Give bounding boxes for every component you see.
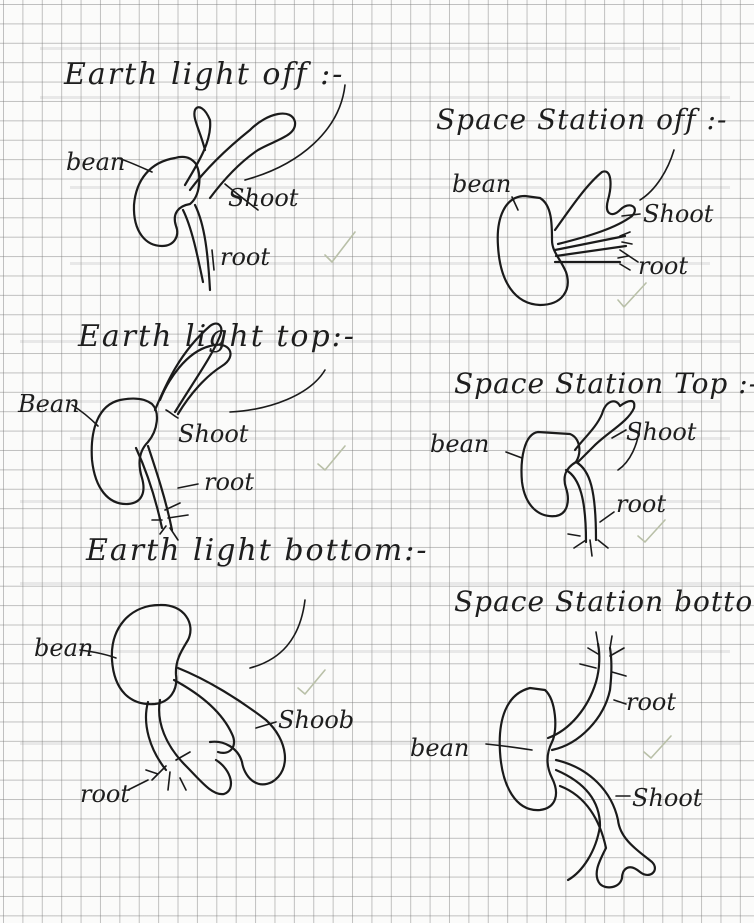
root-outline (566, 470, 586, 542)
panel-title: Space Station off :- (436, 106, 727, 134)
root-label: root (80, 782, 130, 806)
label-pointer (178, 484, 198, 488)
tick-mark (638, 520, 665, 542)
label-pointer (230, 370, 325, 412)
tick-mark (644, 736, 671, 758)
drawing-earth-light-bottom (80, 600, 325, 794)
root-label: root (616, 492, 666, 516)
shoot-label: Shoot (626, 420, 696, 444)
bean-outline (134, 157, 199, 246)
root-outline (552, 648, 612, 750)
bean-label: Bean (18, 392, 80, 416)
panel-title: Earth light off :- (64, 60, 344, 90)
shoot-outline (178, 668, 285, 784)
shoot-outline (185, 107, 210, 185)
label-pointer (620, 250, 638, 262)
label-pointer (128, 780, 148, 790)
panel-title: Space Station Top :- (454, 370, 754, 398)
root-hairs (568, 534, 608, 556)
drawing-space-station-off (498, 150, 674, 307)
label-pointer (622, 214, 640, 216)
bean-label: bean (452, 172, 511, 196)
label-pointer (506, 452, 522, 458)
label-pointer (245, 85, 345, 180)
tick-mark (298, 670, 325, 694)
label-pointer (640, 150, 674, 200)
bean-label: bean (34, 636, 93, 660)
label-pointer (614, 700, 626, 704)
bean-label: bean (66, 150, 125, 174)
shoot-outline (555, 171, 635, 244)
panel-title: Earth light bottom:- (86, 536, 428, 566)
root-hairs (580, 632, 626, 676)
shoot-outline (556, 760, 655, 887)
bean-label: bean (430, 432, 489, 456)
bean-label: bean (410, 736, 469, 760)
root-hairs (146, 752, 190, 790)
bean-outline (112, 605, 191, 704)
label-pointer (486, 744, 532, 750)
shoot-label: Shoot (178, 422, 248, 446)
label-pointer (250, 600, 305, 668)
root-label: root (626, 690, 676, 714)
shoot-label: Shoot (643, 202, 713, 226)
tick-mark (325, 232, 355, 262)
label-pointer (600, 512, 614, 522)
shoot-label: Shoot (632, 786, 702, 810)
root-label: root (220, 245, 270, 269)
panel-title: Space Station botto (454, 588, 753, 616)
drawing-space-station-bottom (486, 632, 671, 887)
shoot-label: Shoot (228, 186, 298, 210)
shoot-label: Shoob (278, 708, 354, 732)
panel-title: Earth light top:- (78, 322, 356, 352)
label-pointer (212, 250, 214, 270)
root-label: root (638, 254, 688, 278)
root-label: root (204, 470, 254, 494)
root-outline (146, 702, 166, 770)
tick-mark (318, 446, 345, 470)
label-pointer (612, 430, 626, 438)
tick-mark (618, 283, 646, 307)
bean-outline (92, 399, 157, 505)
